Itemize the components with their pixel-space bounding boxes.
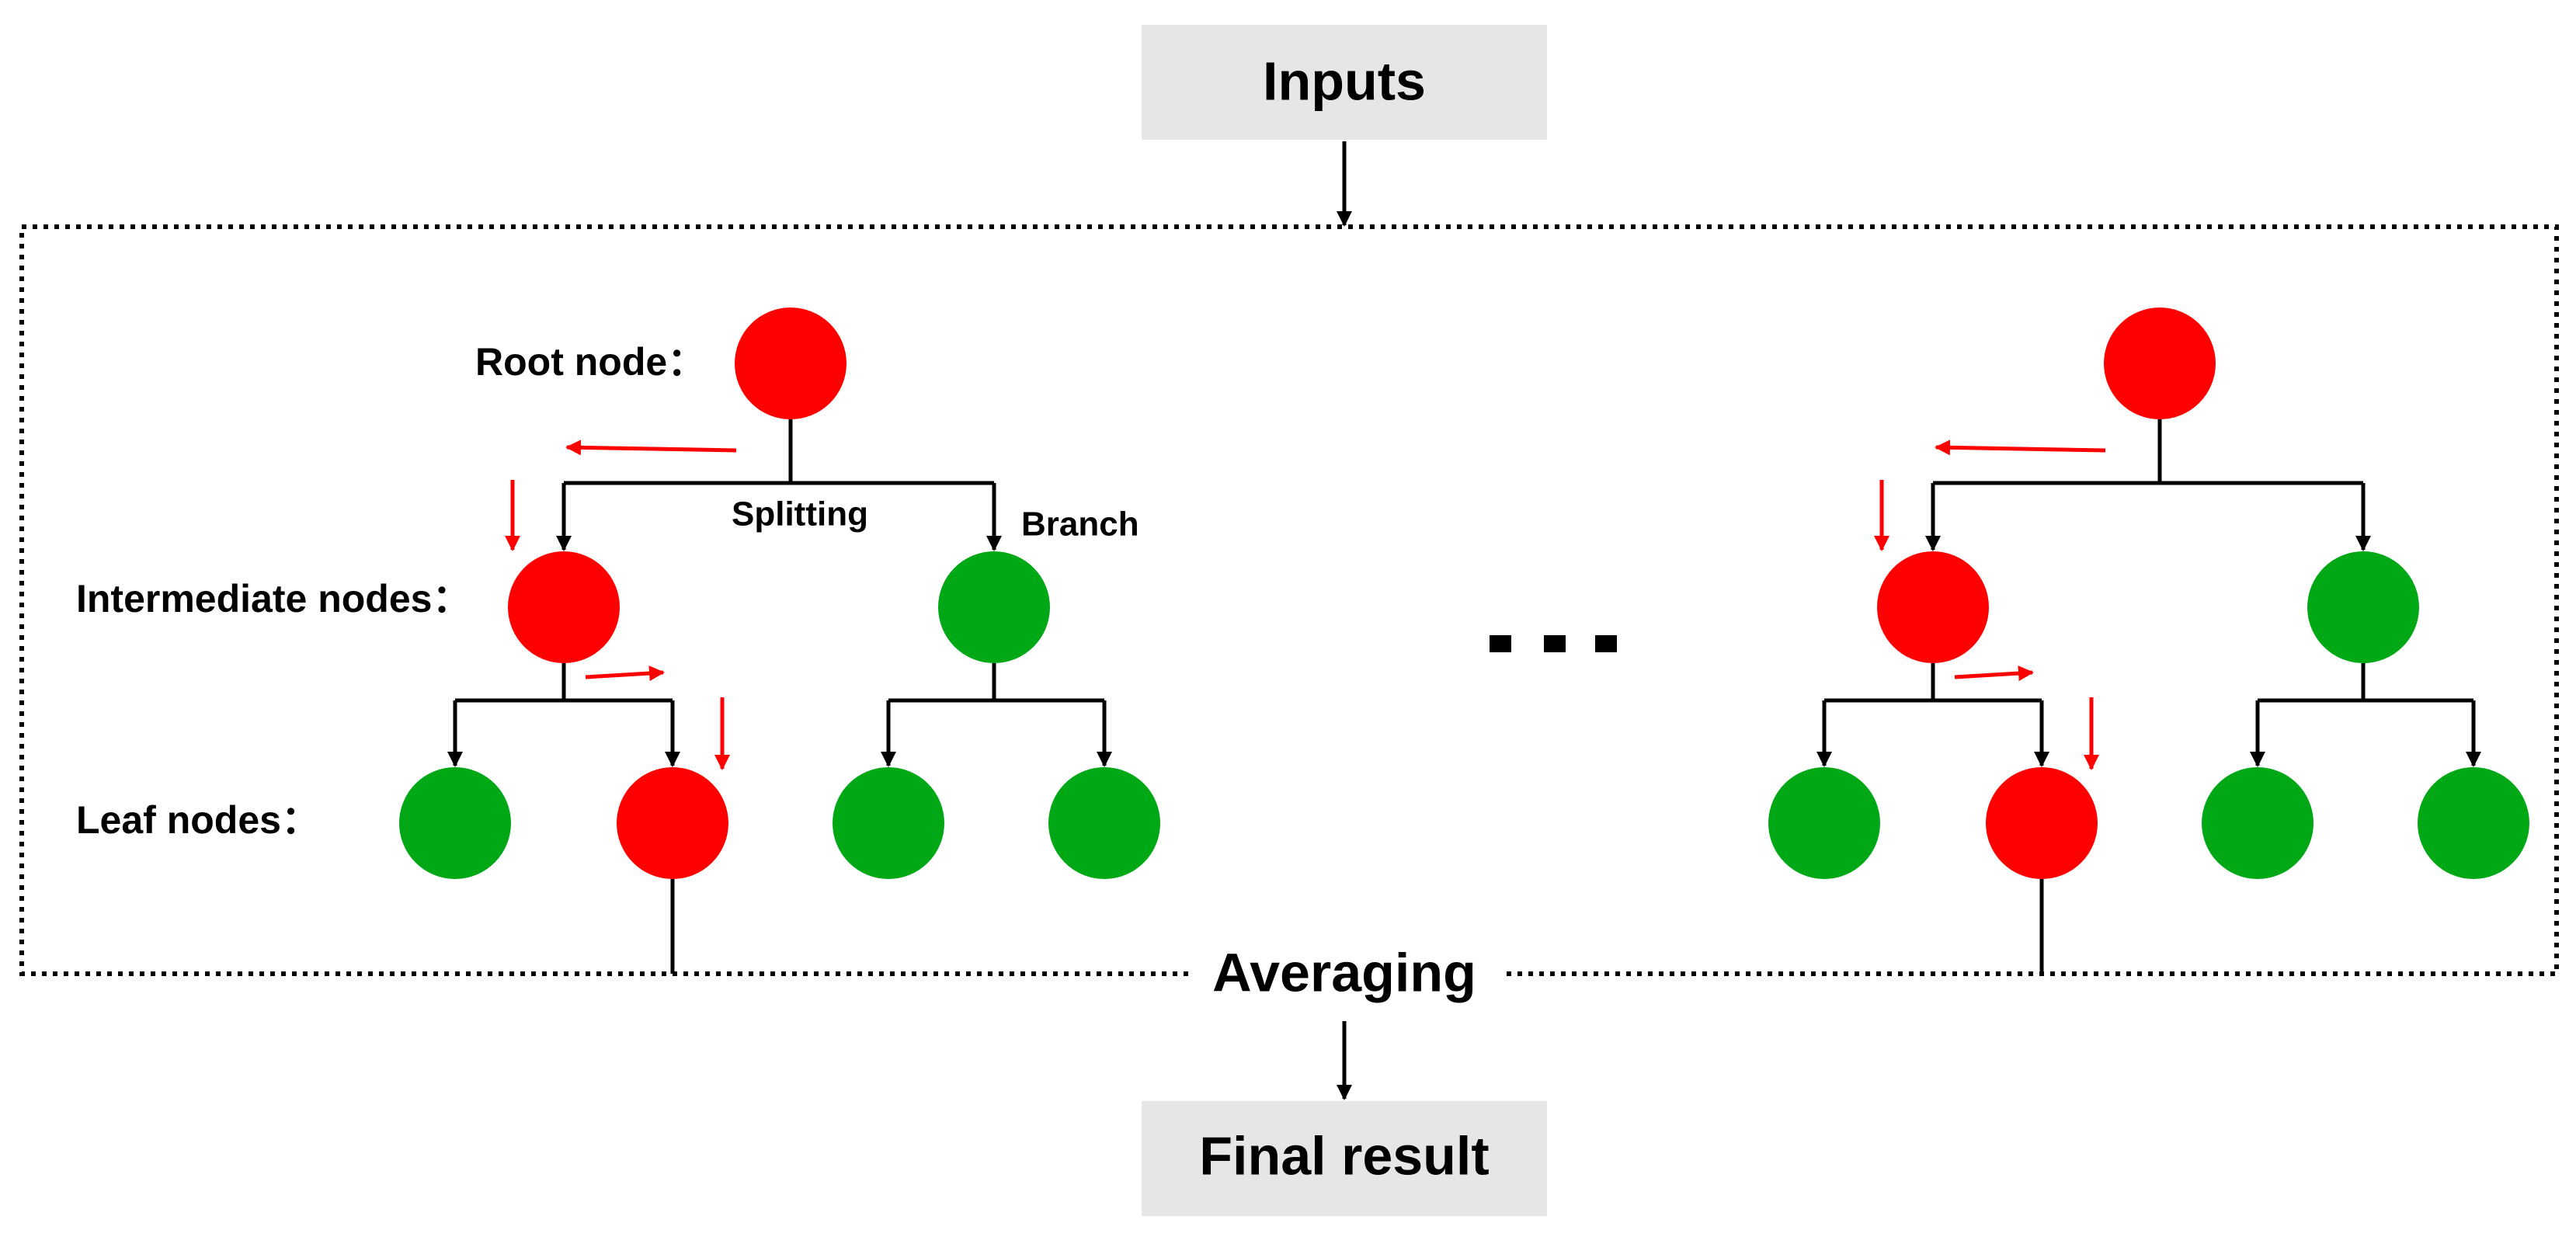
leaf-node-4 [2418, 767, 2529, 879]
final-result-box: Final result [1142, 1101, 1547, 1216]
inputs-box-bg [1142, 25, 1547, 140]
path-arrow-right [1954, 665, 2034, 682]
intermediate-node-1 [508, 551, 620, 663]
tree-n [1768, 308, 2529, 974]
path-arrow-left [565, 440, 737, 456]
root-split-edge [564, 419, 994, 485]
path-arrow-left [1935, 440, 2106, 456]
root-node-label: Root node： [475, 340, 706, 384]
root-node [2104, 308, 2216, 419]
intermediate-node-1 [1877, 551, 1989, 663]
inputs-box: Inputs [1142, 25, 1547, 140]
final-box-bg [1142, 1101, 1547, 1216]
inputs-label: Inputs [1263, 50, 1426, 111]
leaf-nodes-label: Leaf nodes： [76, 798, 320, 842]
ensemble-frame [19, 224, 2559, 976]
root-node [735, 308, 846, 419]
leaf-node-1 [1768, 767, 1880, 879]
splitting-label: Splitting [732, 495, 868, 533]
intermediate-node-2 [2307, 551, 2419, 663]
branch-label: Branch [1021, 506, 1139, 544]
intermediate-nodes-label: Intermediate nodes： [76, 577, 471, 620]
intermediate-split-edge-2 [2258, 663, 2473, 703]
path-arrow-right [585, 665, 665, 682]
leaf-node-4 [1048, 767, 1160, 879]
intermediate-split-edge-2 [888, 663, 1104, 703]
trees-layer [399, 308, 2529, 974]
leaf-node-3 [2202, 767, 2314, 879]
root-split-edge [1933, 419, 2363, 485]
ellipsis [1490, 635, 1617, 652]
leaf-node-3 [833, 767, 944, 879]
intermediate-split-edge-1 [1824, 663, 2042, 703]
intermediate-split-edge-1 [455, 663, 673, 703]
averaging-label: Averaging [1212, 942, 1476, 1002]
leaf-node-1 [399, 767, 511, 879]
leaf-node-2 [617, 767, 728, 879]
intermediate-node-2 [938, 551, 1050, 663]
final-result-label: Final result [1199, 1125, 1489, 1186]
tree-1 [399, 308, 1160, 974]
leaf-node-2 [1986, 767, 2098, 879]
